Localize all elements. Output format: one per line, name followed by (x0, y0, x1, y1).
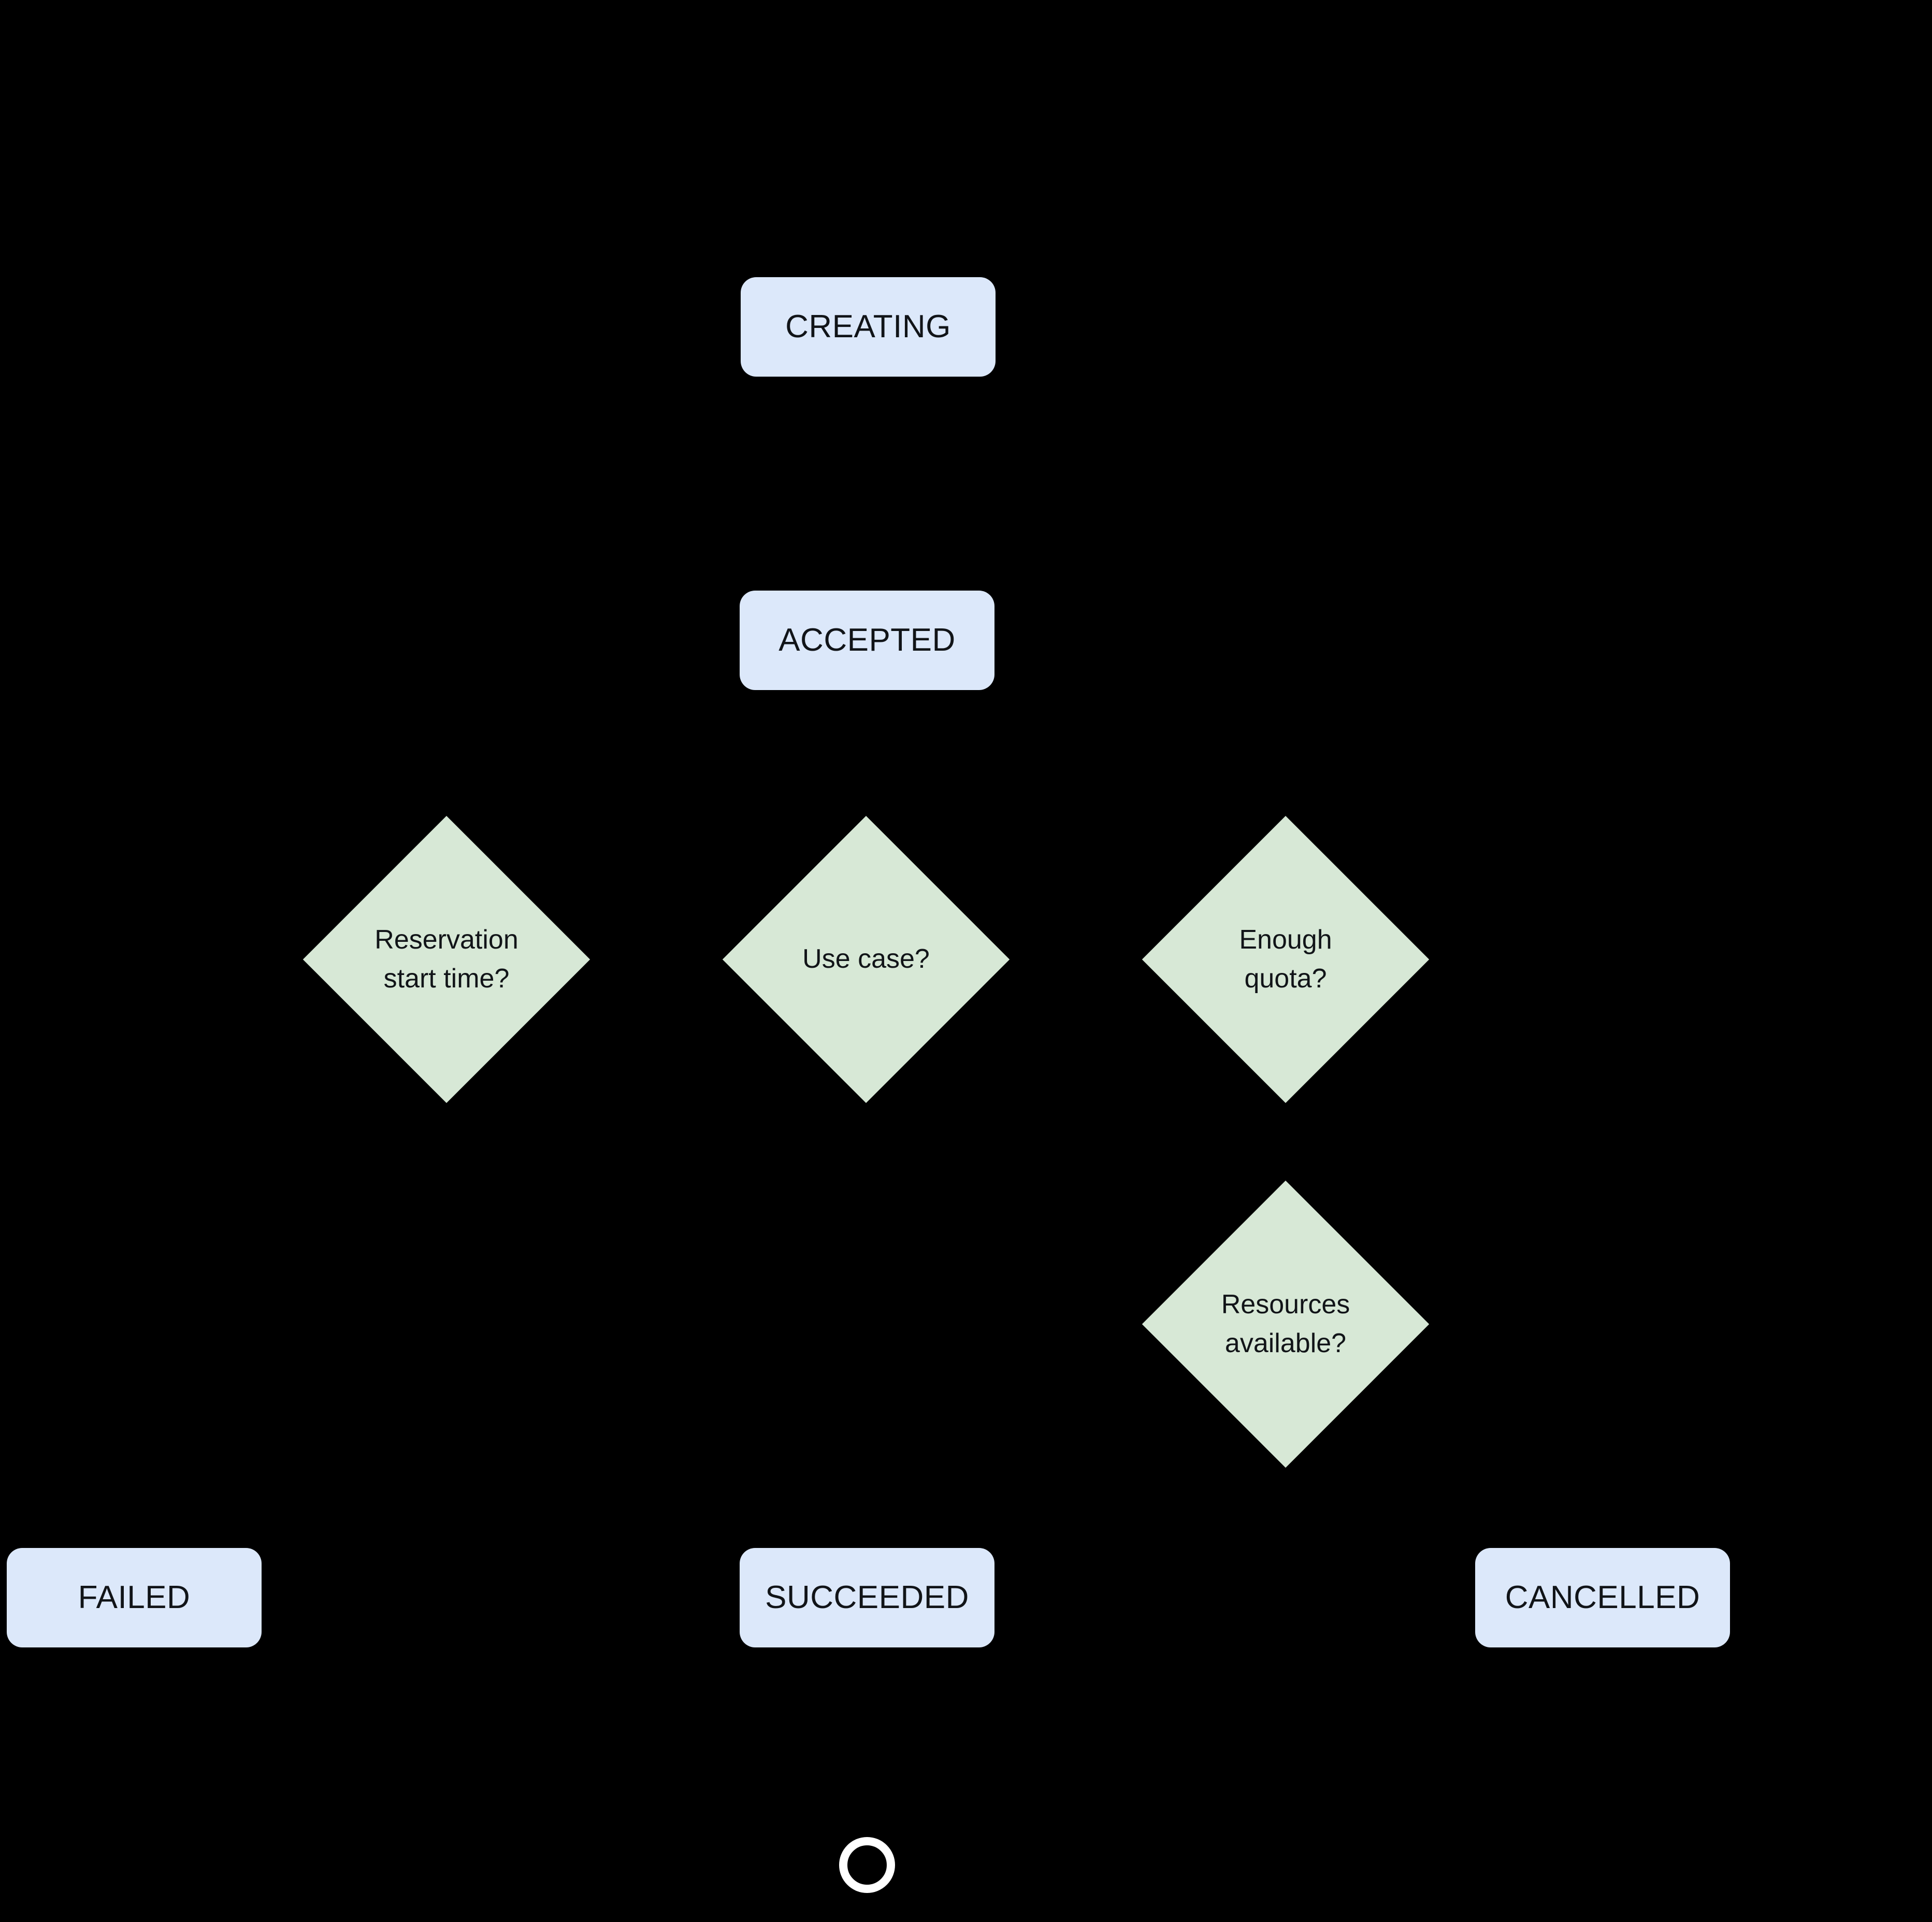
state-label-accepted: ACCEPTED (778, 622, 956, 658)
state-box-succeeded[interactable]: SUCCEEDED (740, 1548, 994, 1647)
decision-label-use-case: Use case? (802, 944, 930, 974)
decision-label-resources-available: Resources available? (1221, 1289, 1350, 1358)
decision-reservation-start-time[interactable]: Reservation start time? (302, 815, 590, 1103)
decision-label-reservation-start-time: Reservation start time? (374, 924, 518, 994)
decision-label-enough-quota: Enough quota? (1239, 924, 1332, 994)
state-label-creating: CREATING (785, 308, 951, 345)
state-label-cancelled: CANCELLED (1505, 1579, 1700, 1615)
edge-accepted-to-reservation-start-time (444, 690, 869, 858)
edge-reservation-start-time-to-failed (132, 1061, 449, 1548)
end-node-circle-icon (839, 1837, 895, 1893)
state-label-failed: FAILED (78, 1579, 191, 1615)
state-label-succeeded: SUCCEEDED (765, 1579, 969, 1615)
state-box-accepted[interactable]: ACCEPTED (740, 591, 994, 690)
state-box-failed[interactable]: FAILED (7, 1548, 262, 1647)
decision-resources-available[interactable]: Resources available? (1142, 1180, 1430, 1468)
state-box-creating[interactable]: CREATING (741, 277, 996, 377)
decision-enough-quota[interactable]: Enough quota? (1142, 815, 1430, 1103)
edge-accepted-to-enough-quota (865, 690, 1288, 858)
state-box-cancelled[interactable]: CANCELLED (1475, 1548, 1730, 1647)
decision-use-case[interactable]: Use case? (722, 815, 1010, 1103)
edge-resources-available-to-cancelled (1284, 1426, 1605, 1548)
